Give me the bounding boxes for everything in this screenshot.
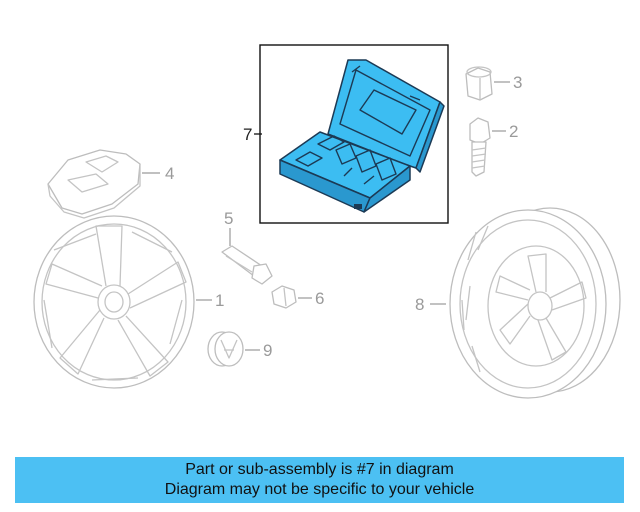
callout-5: 5 [224,209,233,228]
part-8-wheel-and-tire[interactable] [449,207,621,399]
part-5-valve-stem[interactable] [221,245,273,285]
part-9-center-cap[interactable] [207,331,244,367]
callout-9: 9 [263,341,272,360]
part-6-valve-cap[interactable] [271,285,297,309]
callout-4: 4 [165,164,174,183]
callout-2: 2 [509,122,518,141]
info-banner: Part or sub-assembly is #7 in diagram Di… [15,457,624,503]
part-7-tpms-tool-kit[interactable] [279,59,445,213]
banner-line-1: Part or sub-assembly is #7 in diagram [185,461,454,478]
callout-7: 7 [243,125,252,144]
callout-1: 1 [215,291,224,310]
callout-6: 6 [315,289,324,308]
part-1-alloy-wheel[interactable] [33,215,195,389]
callout-8: 8 [415,295,424,314]
part-4-tire-pressure-sensor[interactable] [47,149,141,219]
banner-line-2: Diagram may not be specific to your vehi… [164,481,475,498]
part-3-nut[interactable] [465,66,493,101]
part-2-wheel-bolt[interactable] [469,117,491,177]
callout-3: 3 [513,73,522,92]
